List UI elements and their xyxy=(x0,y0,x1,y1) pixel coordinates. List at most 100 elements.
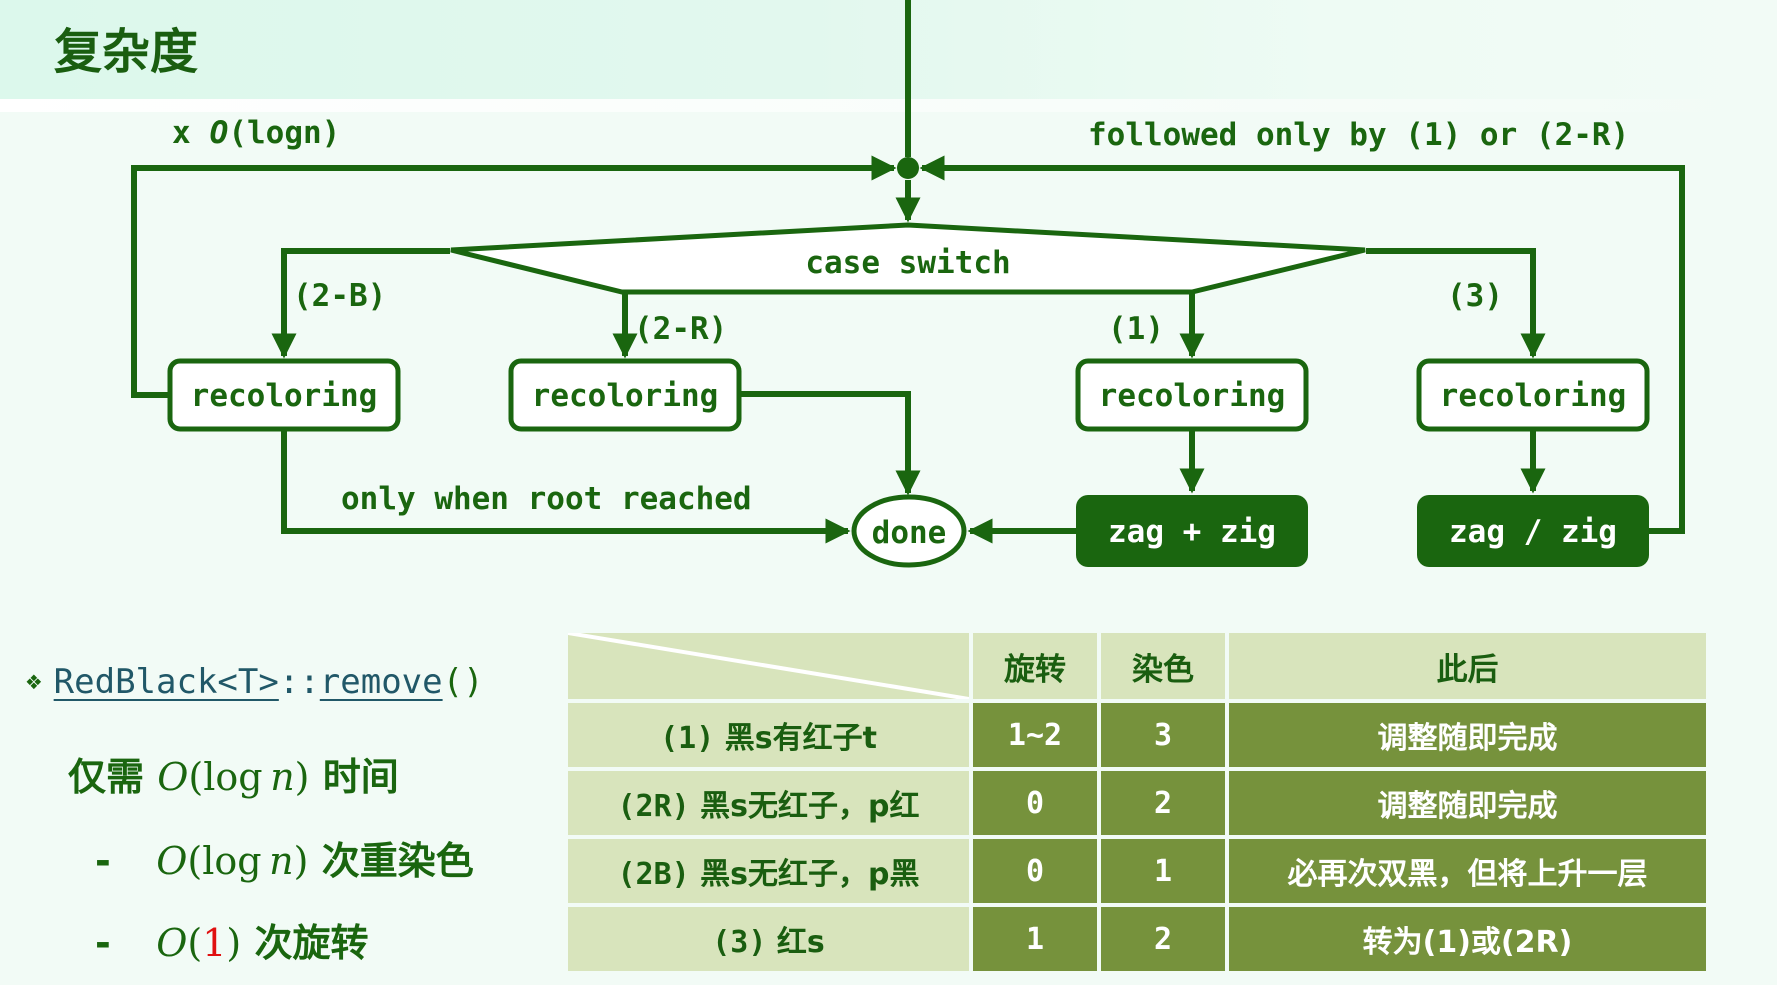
big-o: O xyxy=(156,839,188,883)
math-close: ) xyxy=(226,921,242,965)
total-time-suffix: 时间 xyxy=(322,755,399,799)
edge-2b-root xyxy=(281,430,851,544)
math-n: n xyxy=(270,755,295,799)
branch-label-3: (3) xyxy=(1447,278,1503,314)
header-band xyxy=(0,0,1777,99)
recolor-node-2b: recoloring xyxy=(167,358,401,432)
corner-header-cell xyxy=(568,633,969,699)
flow-diagram: case switch recoloring recoloring recolo… xyxy=(131,0,1685,568)
total-time-line: 仅需 O(log n) 时间 xyxy=(68,746,399,801)
branch-label-1: (1) xyxy=(1108,311,1164,347)
list-dash: - xyxy=(95,921,111,965)
case-cell: (2R) 黑s无红子，p红 xyxy=(568,771,969,835)
table-row: (2R) 黑s无红子，p红 0 2 调整随即完成 xyxy=(568,771,1706,835)
recolor-label-2b: recoloring xyxy=(191,378,378,414)
case-switch-label: case switch xyxy=(805,245,1010,281)
rotations-cell: 1 xyxy=(973,907,1097,971)
recolor-count-suffix: 次重染色 xyxy=(321,839,474,883)
case-switch-node xyxy=(450,222,1366,295)
recolor-count-math: O(log n) xyxy=(156,839,308,883)
recolors-cell: 1 xyxy=(1101,839,1225,903)
rotation-count-suffix: 次旋转 xyxy=(254,921,369,965)
page-title: 复杂度 xyxy=(54,24,199,80)
junction-node xyxy=(897,157,919,179)
math-close: ) xyxy=(293,839,309,883)
rotations-cell: 1~2 xyxy=(973,703,1097,767)
recolor-node-1: recoloring xyxy=(1075,358,1309,432)
case-number: (2R) xyxy=(617,789,690,824)
header-after: 此后 xyxy=(1229,633,1706,699)
scope-operator: :: xyxy=(278,662,320,702)
table-row: (3) 红s 1 2 转为(1)或(2R) xyxy=(568,907,1706,971)
recolor-label-3: recoloring xyxy=(1440,378,1627,414)
case-text: 黑s有红子t xyxy=(724,721,877,756)
case-cell: (3) 红s xyxy=(568,907,969,971)
recolor-node-2r: recoloring xyxy=(508,358,742,432)
total-time-prefix: 仅需 xyxy=(68,755,145,799)
total-time-math: O(log n) xyxy=(157,755,309,799)
recolors-cell: 2 xyxy=(1101,907,1225,971)
case-number: (1) xyxy=(660,721,715,756)
case-number: (3) xyxy=(712,925,767,960)
edge-3 xyxy=(1366,248,1546,359)
root-reached-label: only when root reached xyxy=(341,481,752,517)
class-link[interactable]: RedBlack<T> xyxy=(53,662,279,702)
recolor-label-2r: recoloring xyxy=(532,378,719,414)
diamond-bullet-icon: ❖ xyxy=(26,666,42,696)
after-cell: 必再次双黑，但将上升一层 xyxy=(1229,839,1706,903)
after-cell: 调整随即完成 xyxy=(1229,771,1706,835)
case-text: 黑s无红子，p红 xyxy=(700,789,920,824)
big-o: O xyxy=(156,921,188,965)
case-text: 黑s无红子，p黑 xyxy=(700,857,920,892)
loop-left-arg: (logn) xyxy=(228,115,340,151)
math-open: ( xyxy=(187,921,203,965)
done-node: done xyxy=(851,494,967,568)
branch-label-2b: (2-B) xyxy=(293,278,386,314)
header-rotations: 旋转 xyxy=(973,633,1097,699)
math-one: 1 xyxy=(202,921,227,965)
case-cell: (2B) 黑s无红子，p黑 xyxy=(568,839,969,903)
rotate-node-3: zag / zig xyxy=(1417,495,1649,567)
edge-2b xyxy=(271,248,450,359)
loop-left-edge xyxy=(131,155,897,398)
loop-right-label: followed only by (1) or (2-R) xyxy=(1088,117,1629,153)
math-n: n xyxy=(269,839,294,883)
after-cell: 调整随即完成 xyxy=(1229,703,1706,767)
table-header-row: 旋转 染色 此后 xyxy=(568,633,1706,699)
done-label: done xyxy=(872,515,947,551)
after-cell: 转为(1)或(2R) xyxy=(1229,907,1706,971)
list-dash: - xyxy=(95,839,111,883)
recolors-cell: 2 xyxy=(1101,771,1225,835)
rotations-cell: 0 xyxy=(973,771,1097,835)
case-cell: (1) 黑s有红子t xyxy=(568,703,969,767)
method-parens: () xyxy=(442,662,484,702)
recolor-count-line: - O(log n) 次重染色 xyxy=(95,830,474,885)
rotate-label-3: zag / zig xyxy=(1449,514,1617,550)
rotate-node-1: zag + zig xyxy=(1076,495,1308,567)
loop-right-edge xyxy=(919,155,1685,534)
math-log: (log xyxy=(187,839,262,883)
recolor-label-1: recoloring xyxy=(1099,378,1286,414)
case-table: 旋转 染色 此后 (1) 黑s有红子t 1~2 3 调整随即完成 (2R) 黑s… xyxy=(564,629,1710,975)
header-divider xyxy=(0,99,1777,112)
recolor-node-3: recoloring xyxy=(1416,358,1650,432)
loop-left-times: x xyxy=(172,115,191,151)
math-log: (log xyxy=(188,755,263,799)
method-link[interactable]: remove xyxy=(319,662,443,702)
header-recolors: 染色 xyxy=(1101,633,1225,699)
case-text: 红s xyxy=(776,925,825,960)
loop-left-big-o: O xyxy=(210,115,229,151)
diagonal-divider xyxy=(568,633,969,699)
recolors-cell: 3 xyxy=(1101,703,1225,767)
big-o: O xyxy=(157,755,189,799)
rotation-count-math: O(1) xyxy=(156,921,241,965)
case-number: (2B) xyxy=(617,857,690,892)
branch-label-2r: (2-R) xyxy=(634,311,727,347)
math-close: ) xyxy=(294,755,310,799)
table-row: (2B) 黑s无红子，p黑 0 1 必再次双黑，但将上升一层 xyxy=(568,839,1706,903)
method-signature: ❖ RedBlack<T>::remove() xyxy=(26,662,484,702)
rotations-cell: 0 xyxy=(973,839,1097,903)
table-row: (1) 黑s有红子t 1~2 3 调整随即完成 xyxy=(568,703,1706,767)
rotate-label-1: zag + zig xyxy=(1108,514,1276,550)
